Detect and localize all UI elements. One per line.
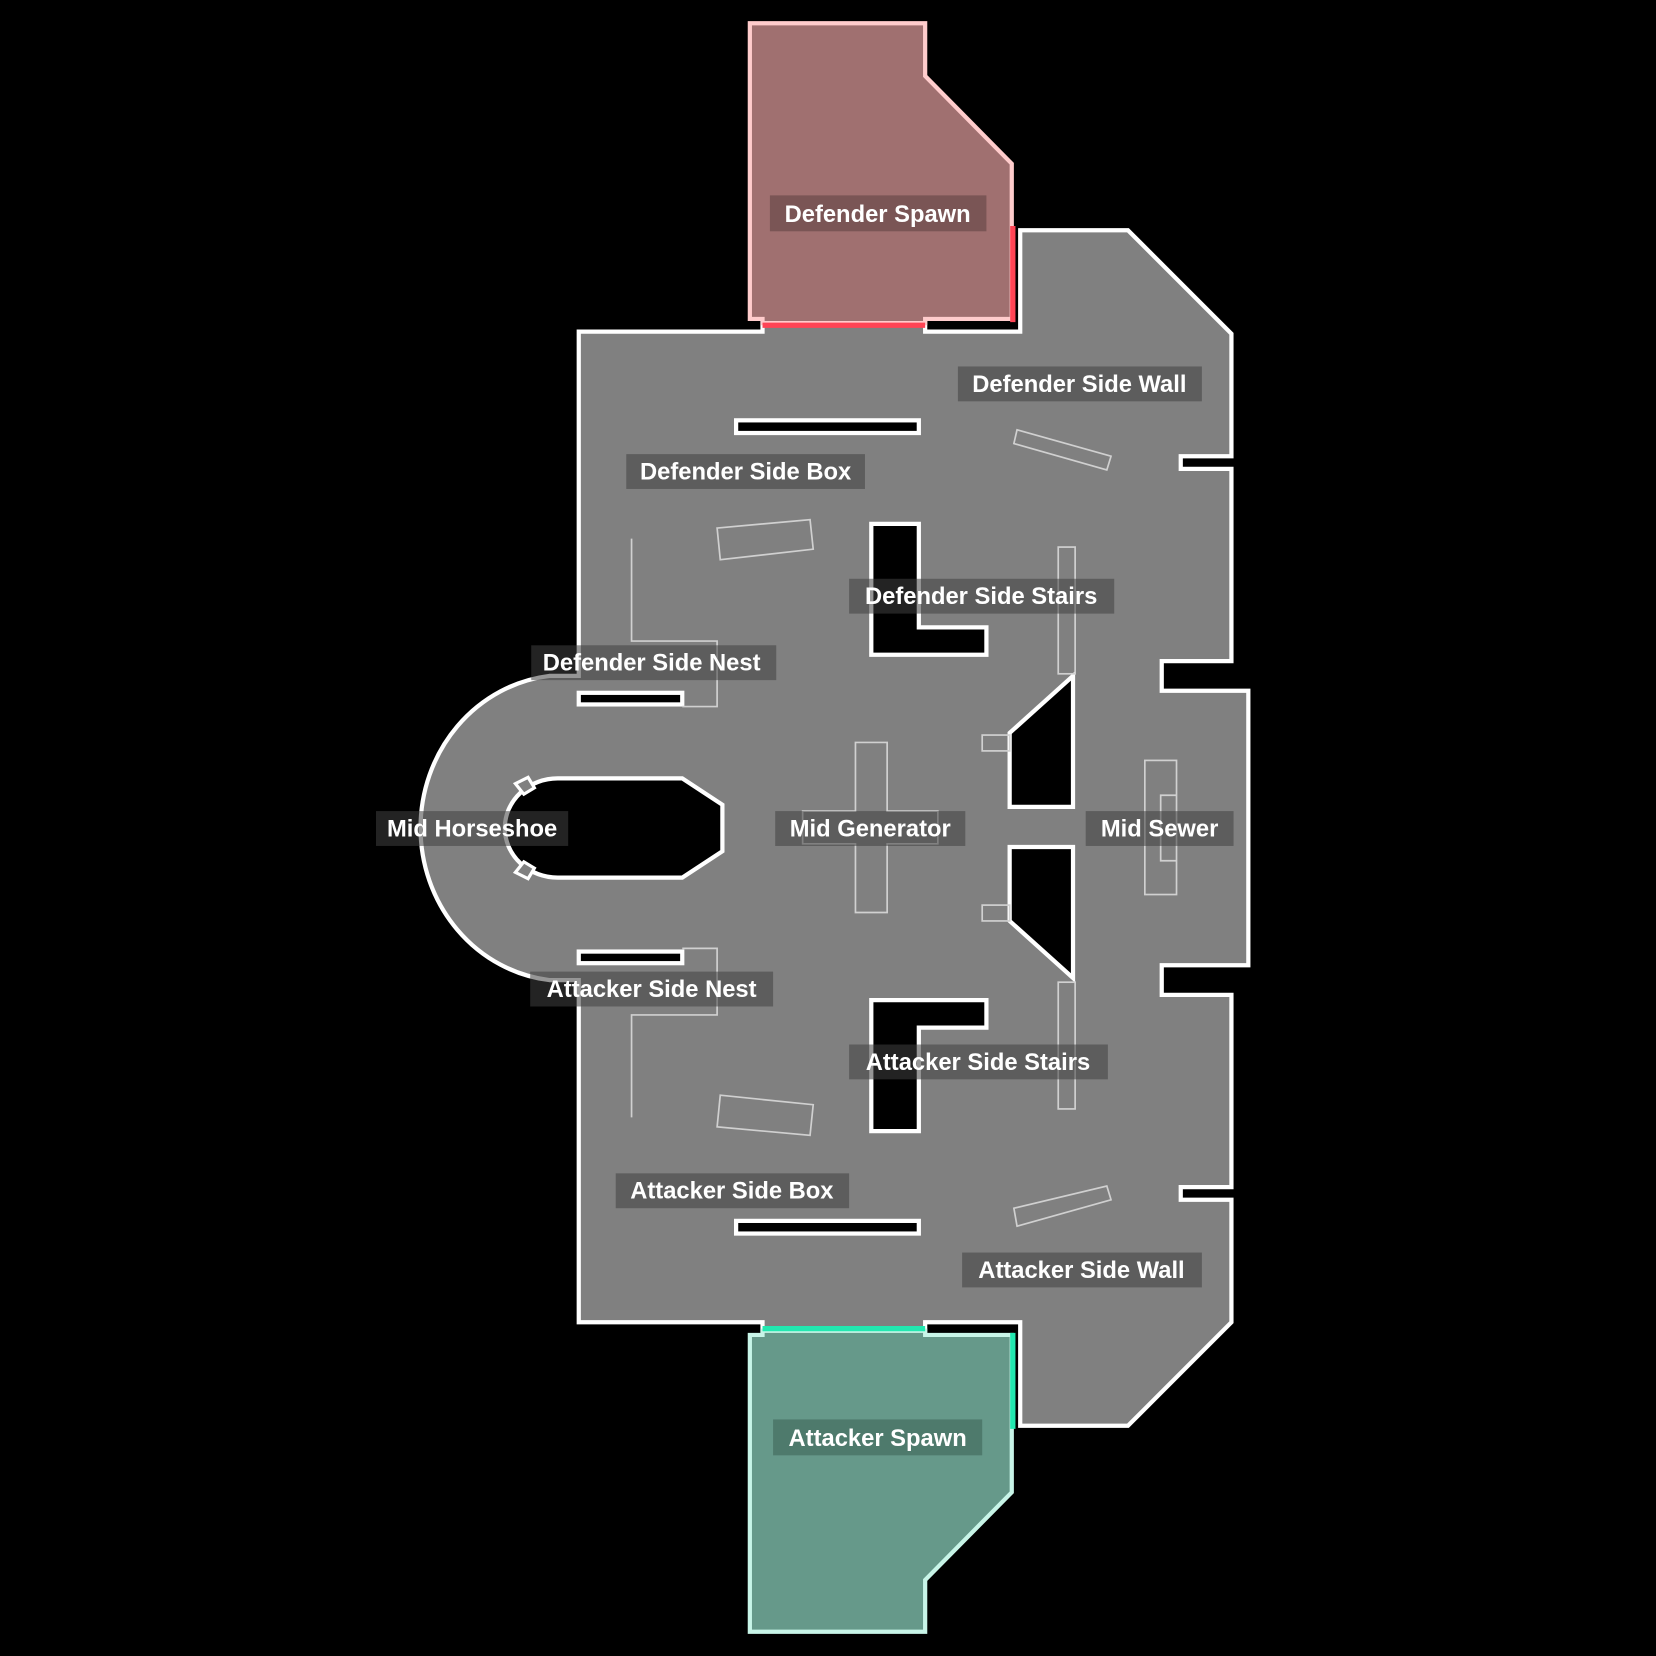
callout-attacker-side-box: Attacker Side Box [615,1173,850,1209]
callout-labels: Defender Side Wall Defender Side Box Def… [375,366,1234,1288]
svg-text:Attacker Side Box: Attacker Side Box [630,1178,834,1205]
svg-text:Mid Horseshoe: Mid Horseshoe [387,815,557,842]
callout-defender-side-box: Defender Side Box [626,454,865,489]
svg-text:Defender Side Wall: Defender Side Wall [972,371,1186,398]
callout-attacker-side-nest: Attacker Side Nest [530,971,774,1007]
svg-text:Attacker Side Wall: Attacker Side Wall [978,1257,1184,1284]
svg-text:Attacker Side Nest: Attacker Side Nest [547,976,757,1003]
svg-text:Defender Side Nest: Defender Side Nest [543,650,761,677]
svg-text:Mid Generator: Mid Generator [790,815,951,842]
attacker-spawn: Attacker Spawn [747,1325,1016,1634]
svg-text:Mid Sewer: Mid Sewer [1101,815,1218,842]
box-walls [734,418,921,1236]
svg-text:Defender Side Stairs: Defender Side Stairs [865,583,1097,610]
callout-attacker-side-stairs: Attacker Side Stairs [849,1044,1108,1080]
stairs-blocks [869,521,989,1134]
attacker-spawn-label: Attacker Spawn [789,1425,967,1452]
callout-mid-sewer: Mid Sewer [1085,811,1234,846]
nest-walls [576,690,685,966]
callout-mid-horseshoe: Mid Horseshoe [375,811,569,846]
attacker-spawn-label-bg [773,1419,983,1456]
callout-defender-side-wall: Defender Side Wall [957,366,1202,402]
callout-defender-side-stairs: Defender Side Stairs [849,578,1115,614]
svg-text:Attacker Side Stairs: Attacker Side Stairs [866,1049,1090,1076]
callout-defender-side-nest: Defender Side Nest [531,645,777,681]
callout-mid-generator: Mid Generator [775,811,966,846]
defender-spawn-label: Defender Spawn [785,201,971,228]
svg-text:Defender Side Box: Defender Side Box [640,458,852,485]
defender-spawn: Defender Spawn [747,21,1016,328]
defender-spawn-label-bg [769,195,987,232]
callout-attacker-side-wall: Attacker Side Wall [962,1252,1202,1288]
mid-pillars [1007,671,1076,983]
